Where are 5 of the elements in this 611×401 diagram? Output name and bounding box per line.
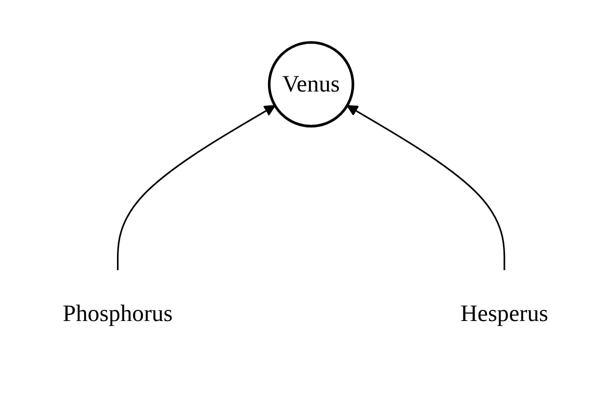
- node-text: Hesperus: [460, 300, 548, 327]
- arrow: [346, 105, 506, 270]
- arrow: [116, 105, 276, 270]
- node-circle: Venus: [268, 42, 354, 128]
- node-text: Phosphorus: [62, 300, 173, 327]
